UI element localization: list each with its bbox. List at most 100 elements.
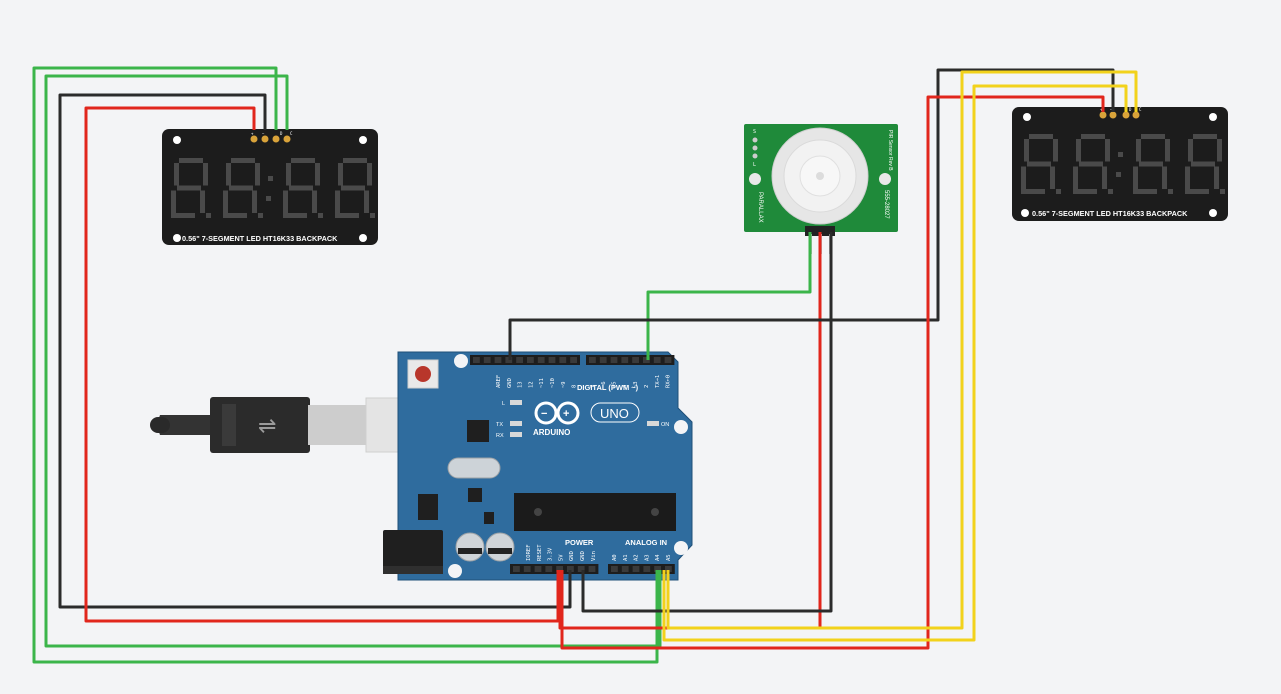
wire-black-left-gnd[interactable] bbox=[58, 93, 572, 609]
pin-label: 5V bbox=[558, 554, 564, 561]
led-tx-label: TX bbox=[496, 422, 503, 428]
wire-black-right-gnd[interactable] bbox=[508, 68, 1115, 360]
pin-label: + bbox=[251, 131, 254, 136]
pin-label: A5 bbox=[666, 554, 672, 561]
reset-button-cap bbox=[415, 366, 431, 382]
pin-label: 13 bbox=[518, 381, 524, 388]
analog-header bbox=[608, 564, 675, 574]
usb-chip bbox=[467, 420, 489, 442]
pin-label: ~9 bbox=[561, 381, 567, 388]
led-tx bbox=[510, 421, 522, 426]
mount-hole bbox=[1209, 209, 1217, 217]
pin-label: RESET bbox=[537, 544, 543, 561]
pin-label: TX→1 bbox=[655, 375, 661, 388]
wire-black-pir-gnd[interactable] bbox=[581, 232, 833, 613]
pin-label: A0 bbox=[612, 554, 618, 561]
mount-hole bbox=[674, 420, 688, 434]
analog-section-label: ANALOG IN bbox=[625, 538, 667, 547]
pin-label: 4 bbox=[622, 384, 628, 388]
pir-sensor[interactable]: S L PARALLAX PIR Sensor Rev B 555-28027 bbox=[744, 124, 898, 254]
mount-hole bbox=[359, 136, 367, 144]
mount-hole bbox=[1021, 209, 1029, 217]
pin-label: AREF bbox=[496, 375, 502, 388]
mount-hole bbox=[448, 564, 462, 578]
display-left-label: 0.56" 7-SEGMENT LED HT16K33 BACKPACK bbox=[182, 234, 338, 243]
display-right-digits bbox=[1021, 134, 1225, 194]
capacitor bbox=[485, 532, 515, 562]
pin-label: RX←0 bbox=[666, 375, 672, 388]
wire-yellow-right-outer[interactable] bbox=[666, 70, 1138, 630]
seven-segment-display-left[interactable]: + − D C 0.56" 7-SEGMENT LED HT16K33 BACK… bbox=[162, 129, 378, 245]
arduino-logo: − + bbox=[534, 401, 580, 425]
crystal bbox=[447, 457, 501, 479]
digital-section-label: DIGITAL (PWM ~) bbox=[577, 383, 639, 392]
arduino-model: UNO bbox=[600, 406, 629, 421]
pir-title: PIR Sensor Rev B bbox=[887, 130, 893, 171]
pin-label: C bbox=[1139, 107, 1142, 112]
capacitor bbox=[455, 532, 485, 562]
mount-hole bbox=[359, 234, 367, 242]
voltage-regulator bbox=[418, 494, 438, 520]
pir-mark: S bbox=[753, 129, 756, 135]
mount-hole bbox=[454, 354, 468, 368]
led-rx-label: RX bbox=[496, 433, 504, 439]
svg-text:+: + bbox=[563, 408, 569, 420]
display-left-digits bbox=[171, 158, 375, 218]
pin-label: 8 bbox=[572, 385, 578, 388]
usb-cable[interactable]: ⇌ bbox=[150, 397, 439, 453]
pir-part-number: 555-28027 bbox=[883, 190, 889, 219]
mount-hole bbox=[173, 234, 181, 242]
wire-green-left-inner[interactable] bbox=[44, 74, 662, 648]
pin-label: ~3 bbox=[633, 381, 639, 388]
led-on bbox=[647, 421, 659, 426]
reset-button[interactable] bbox=[407, 359, 439, 389]
pin-label: 2 bbox=[644, 385, 650, 388]
mount-hole bbox=[879, 173, 891, 185]
display-right-label: 0.56" 7-SEGMENT LED HT16K33 BACKPACK bbox=[1032, 209, 1188, 218]
mount-hole bbox=[173, 136, 181, 144]
seven-segment-display-right[interactable]: + − D C 0.56" 7-SEGMENT LED HT16K33 BACK… bbox=[1012, 107, 1228, 221]
svg-text:−: − bbox=[541, 408, 547, 420]
led-on-label: ON bbox=[661, 422, 669, 428]
pin-label: A2 bbox=[634, 554, 640, 561]
display-left-pins: + − D C bbox=[250, 131, 293, 143]
wire-green-pir-signal[interactable] bbox=[646, 232, 812, 360]
led-rx bbox=[510, 432, 522, 437]
pin-label: IOREF bbox=[526, 544, 532, 561]
pin-label: − bbox=[262, 131, 265, 136]
usb-b-metal bbox=[308, 405, 368, 445]
power-section-label: POWER bbox=[565, 538, 594, 547]
arduino-uno[interactable]: L TX RX ON − + ARDUINO UNO AREF GND 13 12 ~1… bbox=[383, 351, 693, 581]
pin-label: A4 bbox=[655, 554, 661, 561]
pin-label: GND bbox=[507, 378, 513, 388]
mount-hole bbox=[1209, 113, 1217, 121]
pin-label: 12 bbox=[528, 381, 534, 388]
pin-label: ~10 bbox=[550, 378, 556, 388]
pin-label: A3 bbox=[644, 554, 650, 561]
wire-red-left-vcc[interactable] bbox=[84, 106, 560, 623]
dc-jack bbox=[383, 530, 443, 570]
uno-badge bbox=[590, 402, 640, 423]
pin-label: D bbox=[280, 131, 283, 136]
power-header bbox=[510, 564, 599, 574]
pin-label: GND bbox=[569, 551, 575, 561]
arduino-brand: ARDUINO bbox=[533, 428, 570, 437]
pin-label: ~6 bbox=[601, 381, 607, 388]
pir-brand: PARALLAX bbox=[757, 192, 763, 223]
wire-yellow-right-inner[interactable] bbox=[662, 84, 1128, 642]
pin-label: 7 bbox=[590, 385, 596, 388]
pir-pin-header bbox=[805, 226, 835, 236]
led-l-label: L bbox=[502, 401, 505, 407]
pin-label: 3.3V bbox=[548, 547, 554, 561]
mount-hole bbox=[674, 541, 688, 555]
usb-icon: ⇌ bbox=[258, 413, 276, 438]
pin-label: A1 bbox=[623, 554, 629, 561]
wire-red-right-vcc[interactable] bbox=[560, 95, 1105, 650]
mount-hole bbox=[749, 173, 761, 185]
pin-label: GND bbox=[580, 551, 586, 561]
pir-mark: L bbox=[753, 162, 756, 168]
pin-label: C bbox=[290, 131, 293, 136]
pin-label: D bbox=[1129, 107, 1132, 112]
